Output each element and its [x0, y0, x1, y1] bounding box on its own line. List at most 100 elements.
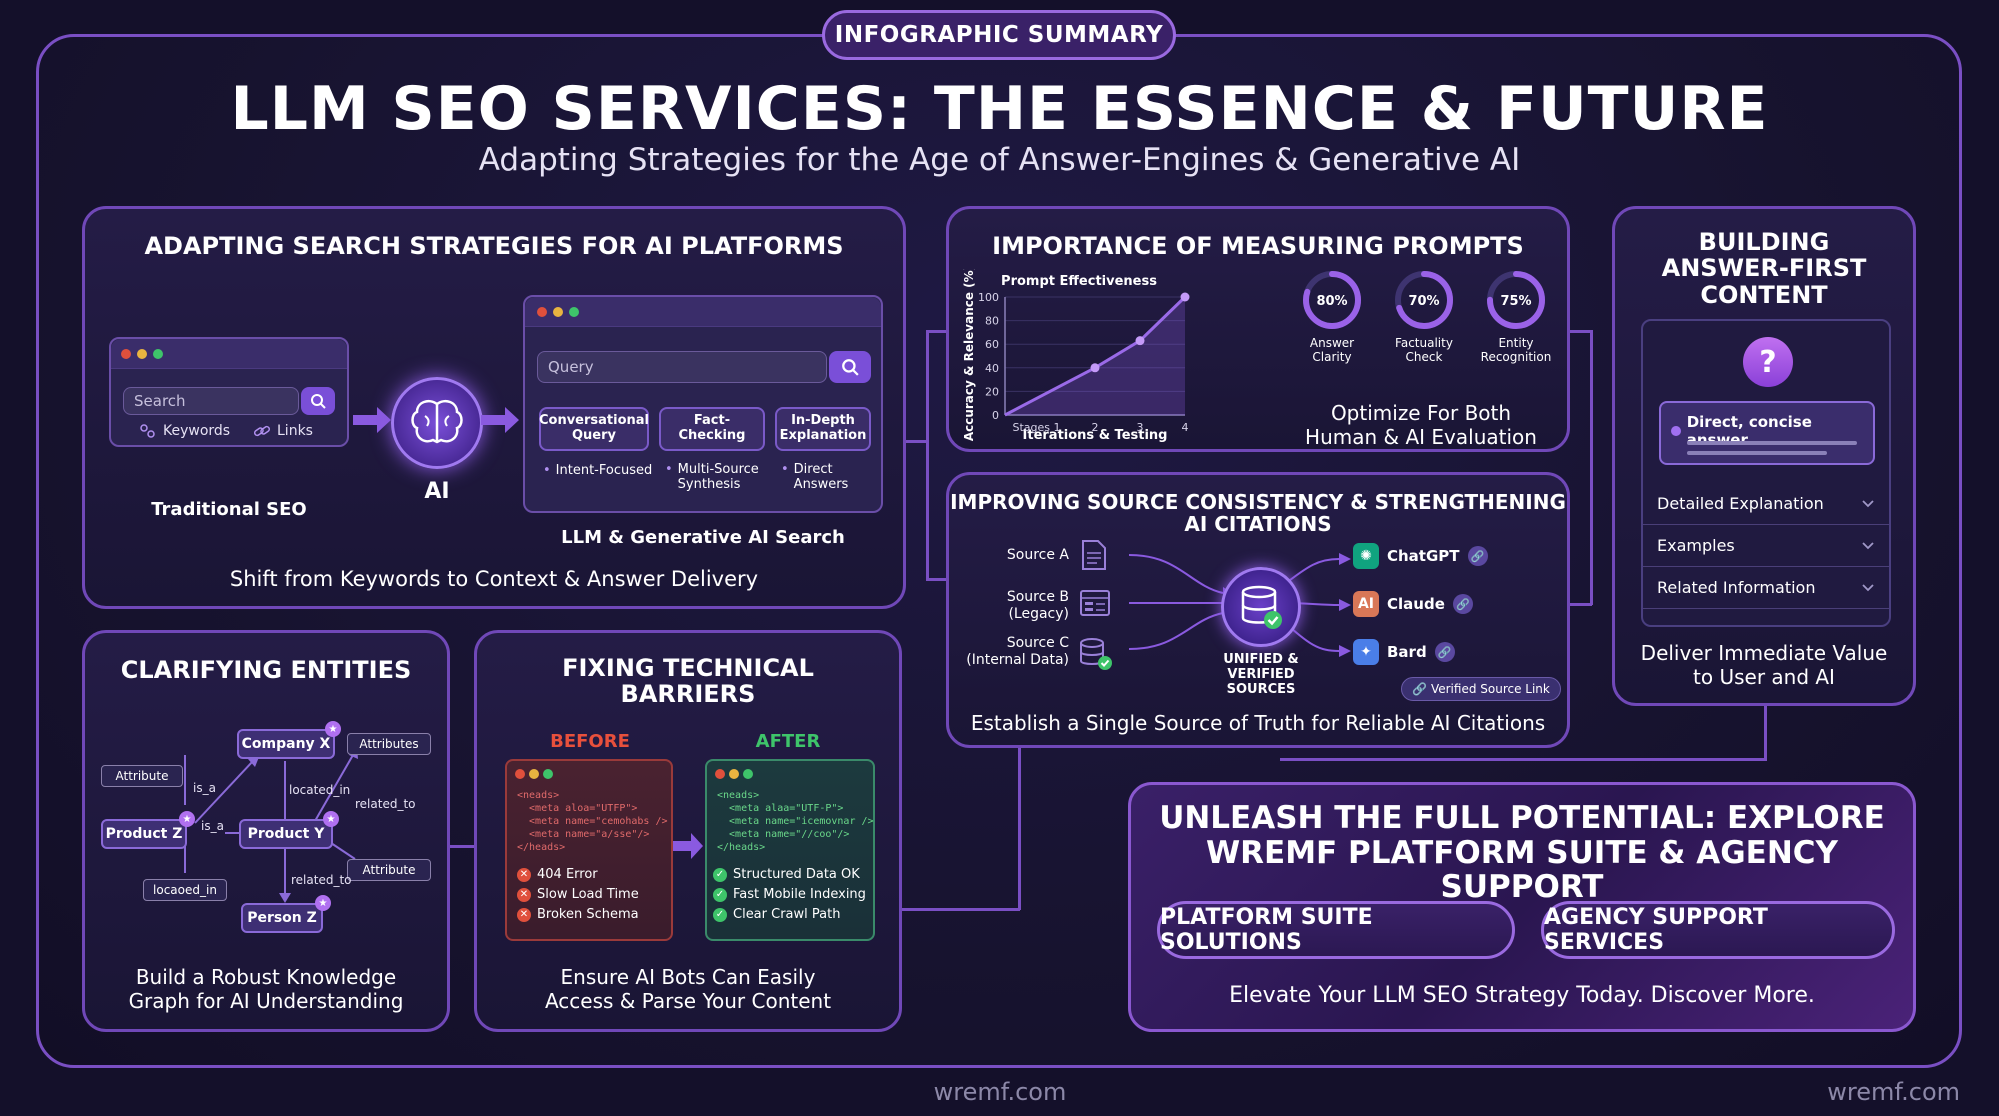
error-icon: ✕ [517, 867, 531, 882]
title-line: WREMF PLATFORM SUITE & AGENCY SUPPORT [1205, 834, 1839, 906]
link-icon [253, 425, 271, 437]
ai-platform-chatgpt: ✺ChatGPT🔗 [1353, 543, 1488, 569]
link-icon[interactable]: 🔗 [1452, 594, 1473, 614]
window-titlebar [525, 297, 881, 327]
window-dot [153, 349, 163, 359]
bullet-direct: •Direct Answers [781, 462, 861, 493]
verified-source-link[interactable]: 🔗 Verified Source Link [1401, 677, 1561, 701]
footer-line: Human & AI Evaluation [1305, 425, 1537, 449]
answer-first-panel: BUILDING ANSWER-FIRST CONTENT ? Direct, … [1612, 206, 1916, 706]
unified-sources-hub [1221, 567, 1301, 647]
search-input[interactable]: Search [123, 387, 299, 415]
ai-label: AI [424, 479, 450, 504]
traditional-seo-window: Search Keywords Links [109, 337, 349, 447]
chip-fact-checking: Fact-Checking [659, 407, 765, 451]
after-fixes-list: ✓Structured Data OK✓Fast Mobile Indexing… [713, 867, 866, 922]
after-code-block: <neads> <meta alaa="UTF-P"> <meta name="… [717, 789, 874, 854]
window-dot [515, 769, 525, 779]
connector-line [1018, 740, 1021, 910]
bard-icon: ✦ [1353, 639, 1379, 665]
citations-panel: IMPROVING SOURCE CONSISTENCY & STRENGTHE… [946, 472, 1570, 748]
brain-icon [411, 400, 463, 444]
chart-x-tick-label: Stages 1 [1012, 421, 1060, 434]
search-icon [842, 359, 859, 376]
watermark-center: wremf.com [933, 1078, 1067, 1106]
bullet-multisource: •Multi-Source Synthesis [665, 462, 769, 493]
question-icon: ? [1743, 337, 1793, 387]
agency-support-button[interactable]: AGENCY SUPPORT SERVICES [1541, 901, 1895, 959]
source-name: Source C [1006, 635, 1069, 651]
arrow-right-icon [481, 407, 519, 433]
connector-line [1568, 330, 1592, 333]
code-line: <meta alaa="UTF-P"> [717, 803, 844, 814]
chart-point [1135, 336, 1145, 346]
accordion-row-label: Examples [1657, 536, 1735, 555]
source-name: Source B [1006, 589, 1069, 605]
platform-suite-button[interactable]: PLATFORM SUITE SOLUTIONS [1157, 901, 1515, 959]
ai-platform-name: Bard [1387, 643, 1427, 661]
code-line: <meta aloa="UTFP"> [517, 803, 638, 814]
panel-title: ADAPTING SEARCH STRATEGIES FOR AI PLATFO… [144, 232, 844, 260]
metric-ring-fill [1303, 271, 1361, 329]
title-line: CONTENT [1700, 280, 1828, 309]
prompt-effectiveness-chart: Prompt Effectiveness Accuracy & Relevanc… [962, 269, 1190, 443]
location-tag: locaoed_in [143, 879, 227, 901]
title-line: BARRIERS [620, 680, 756, 709]
metric-ring-fill [1487, 271, 1545, 329]
metric-value: 75% [1500, 294, 1531, 309]
metric-progress-ring: 70% [1395, 271, 1453, 329]
code-line: </heads> [517, 842, 566, 853]
accordion-row-label: Related Information [1657, 578, 1816, 597]
title-line: AI CITATIONS [1184, 512, 1332, 536]
panel-footer: Shift from Keywords to Context & Answer … [229, 567, 759, 591]
accordion-row[interactable]: Related Information [1643, 567, 1889, 609]
title-line: BUILDING [1698, 228, 1830, 256]
window-dot [569, 307, 579, 317]
technical-barriers-panel: FIXING TECHNICAL BARRIERS BEFORE AFTER <… [474, 630, 902, 1032]
watermark-right: wremf.com [1827, 1078, 1960, 1106]
entity-person-z: Person Z [241, 903, 323, 933]
connector-line [1764, 705, 1767, 760]
status-text: Clear Crawl Path [733, 907, 841, 922]
hub-line: VERIFIED [1227, 666, 1295, 682]
chart-y-tick-label: 60 [985, 338, 999, 351]
cta-panel: UNLEASH THE FULL POTENTIAL: EXPLORE WREM… [1128, 782, 1916, 1032]
chart-y-tick-label: 100 [978, 291, 999, 304]
query-search-button[interactable] [829, 351, 871, 383]
fix-item: ✓Fast Mobile Indexing [713, 887, 866, 902]
chart-y-label: Accuracy & Relevance (%) [962, 269, 976, 441]
star-icon: ★ [323, 811, 339, 827]
links-item: Links [253, 423, 313, 439]
link-icon[interactable]: 🔗 [1467, 546, 1488, 566]
chip-in-depth-explanation: In-Depth Explanation [775, 407, 871, 451]
bullet-text: Direct Answers [793, 462, 849, 492]
connector-line [448, 845, 474, 848]
entity-product-z: Product Z [101, 819, 187, 849]
measuring-footer: Optimize For Both Human & AI Evaluation [1279, 401, 1563, 449]
unified-database-icon [1241, 585, 1282, 629]
keywords-label: Keywords [163, 423, 231, 439]
connector-line [926, 578, 950, 581]
code-line: </heads> [717, 842, 766, 853]
chatgpt-icon: ✺ [1353, 543, 1379, 569]
clarifying-entities-panel: CLARIFYING ENTITIES Attribute Attributes… [82, 630, 450, 1032]
panel-title: IMPROVING SOURCE CONSISTENCY & STRENGTHE… [949, 491, 1567, 535]
technical-footer: Ensure AI Bots Can Easily Access & Parse… [477, 965, 899, 1013]
connector-line [904, 440, 928, 443]
accordion-row[interactable]: Examples [1643, 525, 1889, 567]
query-input[interactable]: Query [537, 351, 827, 383]
chart-x-tick-label: 4 [1182, 421, 1189, 434]
legacy-database-icon [1080, 590, 1110, 616]
link-icon[interactable]: 🔗 [1434, 642, 1455, 662]
chart-area-fill [1005, 297, 1185, 415]
accordion-row-label: Detailed Explanation [1657, 494, 1824, 513]
search-button[interactable] [301, 387, 335, 415]
hub-label: UNIFIED & VERIFIED SOURCES [1199, 652, 1323, 698]
edge-label: located_in [289, 783, 351, 797]
accordion-row[interactable]: Detailed Explanation [1643, 483, 1889, 525]
